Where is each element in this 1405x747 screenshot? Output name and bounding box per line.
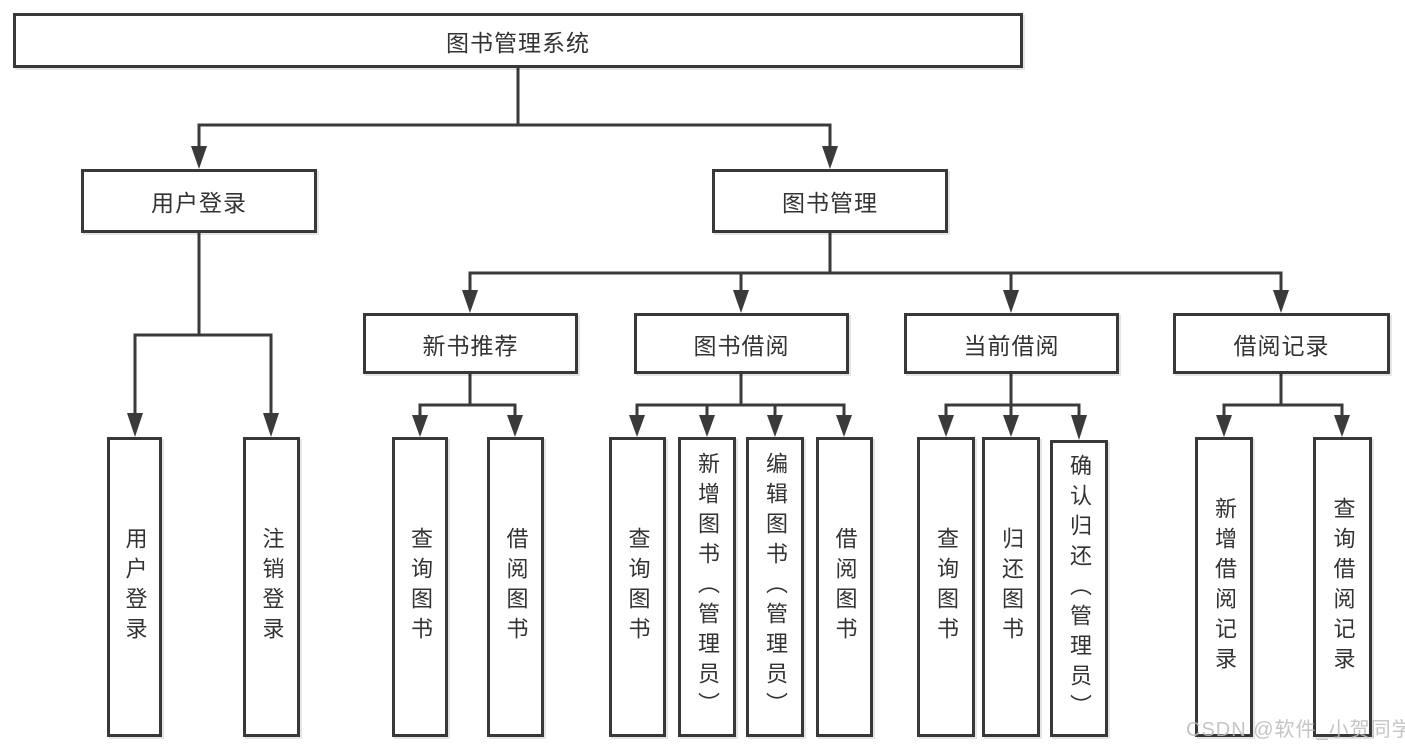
leaf-label: 编辑图书（管理员） — [763, 452, 788, 722]
leaf-add-borrow-record: 新增借阅记录 — [1195, 437, 1253, 737]
csdn-watermark: CSDN @软件_小贺同学 — [1186, 719, 1405, 741]
node-library-management-system: 图书管理系统 — [13, 13, 1023, 68]
leaf-label: 新增图书（管理员） — [695, 452, 720, 722]
node-label: 用户登录 — [151, 190, 247, 216]
leaf-label: 查询图书 — [625, 527, 651, 647]
leaf-label: 借阅图书 — [832, 527, 858, 647]
leaf-label: 查询图书 — [934, 527, 959, 647]
leaf-label: 借阅图书 — [503, 527, 529, 647]
leaf-return-book: 归还图书 — [982, 437, 1040, 737]
node-current-borrowing: 当前借阅 — [904, 313, 1119, 374]
node-new-book-recommend: 新书推荐 — [363, 313, 578, 374]
node-label: 借阅记录 — [1233, 332, 1330, 359]
node-book-borrowing: 图书借阅 — [634, 313, 849, 374]
leaf-query-borrow-record: 查询借阅记录 — [1313, 437, 1372, 737]
leaf-query-books-recommend: 查询图书 — [392, 437, 448, 737]
leaf-borrow-book: 借阅图书 — [816, 437, 873, 737]
leaf-label: 用户登录 — [122, 527, 148, 647]
node-label: 新书推荐 — [422, 332, 519, 359]
node-label: 图书管理 — [782, 190, 878, 216]
leaf-label: 查询图书 — [408, 527, 433, 647]
leaf-confirm-return-admin: 确认归还（管理员） — [1050, 440, 1108, 737]
leaf-label: 新增借阅记录 — [1212, 497, 1237, 677]
node-user-login: 用户登录 — [81, 169, 317, 233]
leaf-add-book-admin: 新增图书（管理员） — [678, 437, 736, 737]
leaf-label: 查询借阅记录 — [1330, 497, 1356, 677]
leaf-query-books-borrow: 查询图书 — [609, 437, 666, 737]
leaf-query-books-current: 查询图书 — [917, 437, 975, 737]
node-label: 图书管理系统 — [446, 29, 590, 56]
leaf-user-login: 用户登录 — [107, 437, 162, 737]
node-label: 当前借阅 — [963, 332, 1060, 359]
node-label: 图书借阅 — [693, 332, 790, 359]
node-book-management: 图书管理 — [712, 169, 948, 233]
leaf-edit-book-admin: 编辑图书（管理员） — [746, 437, 804, 737]
leaf-label: 确认归还（管理员） — [1067, 453, 1092, 724]
leaf-borrow-books-recommend: 借阅图书 — [487, 437, 544, 737]
node-borrowing-records: 借阅记录 — [1173, 313, 1390, 374]
leaf-label: 注销登录 — [259, 527, 285, 647]
leaf-label: 归还图书 — [999, 527, 1024, 647]
leaf-logout: 注销登录 — [243, 437, 300, 737]
